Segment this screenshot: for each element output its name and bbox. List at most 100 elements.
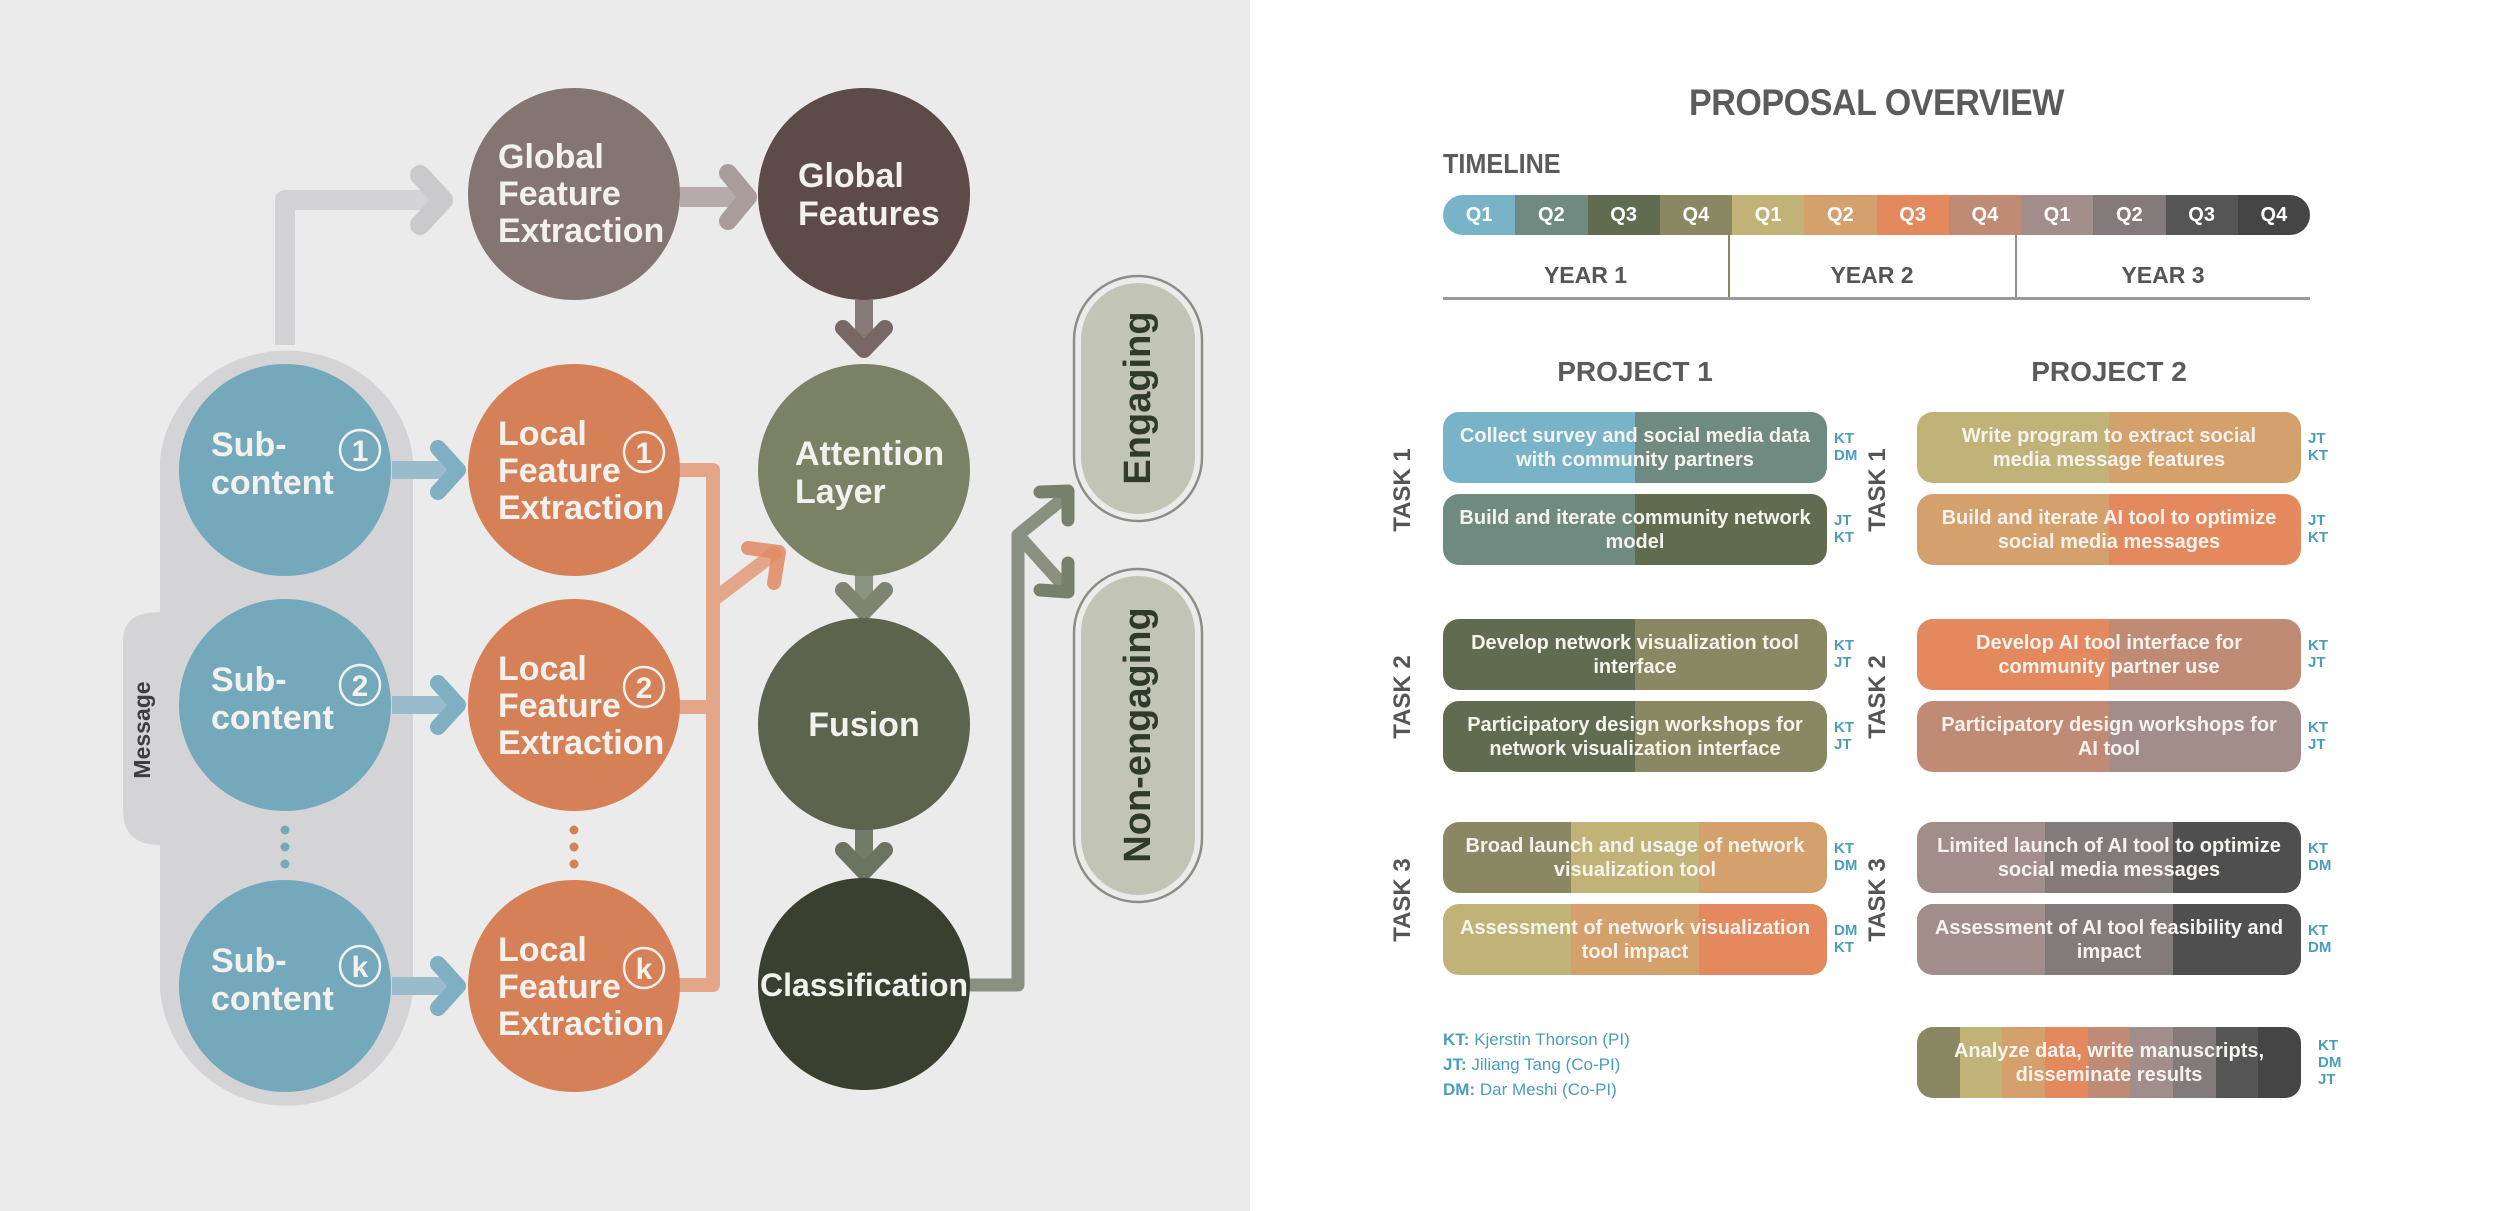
legend-item: DM: Dar Meshi (Co-PI): [1443, 1080, 1617, 1100]
task-bar-segment: [1917, 412, 2109, 483]
task-bar: Broad launch and usage of network visual…: [1443, 822, 1827, 893]
subcontent-node: [179, 880, 391, 1092]
task-bar-segment: [1635, 701, 1827, 772]
timeline-quarter: Q4: [2237, 195, 2310, 235]
local-feature-line2: Feature: [498, 452, 621, 490]
arrowhead-icon: [430, 675, 466, 735]
year-divider: [1728, 235, 1730, 299]
person-initials: KT: [1834, 637, 1854, 654]
output-engaging: [1081, 283, 1195, 514]
person-initials: KT: [2308, 529, 2328, 546]
local-feature-index-ring: [622, 665, 666, 709]
subcontent-index: 2: [352, 670, 369, 703]
timeline-quarter: Q4: [1659, 195, 1732, 235]
classification-label: Classification: [760, 967, 968, 1003]
timeline-quarter: Q4: [1948, 195, 2021, 235]
person-initials: JT: [1834, 512, 1852, 529]
person-initials: KT: [2308, 719, 2328, 736]
task-bar: Write program to extract social media me…: [1917, 412, 2301, 483]
year-label: YEAR 3: [2121, 261, 2205, 288]
person-initials: JT: [2308, 430, 2326, 447]
project-2-heading: PROJECT 2: [2031, 356, 2187, 387]
task-bar: Collect survey and social media data wit…: [1443, 412, 1827, 483]
final-task-bar: Analyze data, write manuscripts, dissemi…: [1917, 1027, 2301, 1098]
local-feature-node: [468, 880, 680, 1092]
task-bar-segment: [2045, 822, 2173, 893]
task-bar-segment: [2173, 1027, 2216, 1098]
output-engaging-border: [1072, 274, 1204, 523]
task-text: Participatory design workshops for AI to…: [1941, 713, 2277, 760]
subcontent-line1: Sub-: [211, 942, 287, 980]
task-text: Assessment of network visualization tool…: [1459, 916, 1811, 963]
final-task-text: Analyze data, write manuscripts, dissemi…: [1953, 1039, 2265, 1086]
task-bar: Develop AI tool interface for community …: [1917, 619, 2301, 690]
project-1-heading: PROJECT 1: [1557, 356, 1713, 387]
classification-output-connector: [961, 490, 1072, 992]
subcontent-node: [179, 364, 391, 576]
person-initials: JT: [2308, 512, 2326, 529]
person-initials: JT: [2308, 736, 2326, 753]
local-feature-line1: Local: [498, 415, 587, 453]
subcontent-arrows: [392, 440, 466, 1016]
task-bar: Participatory design workshops for netwo…: [1443, 701, 1827, 772]
task-group-label: TASK 3: [1864, 858, 1891, 942]
arrowhead-icon: [835, 320, 893, 358]
task-text: Limited launch of AI tool to optimize so…: [1937, 834, 2281, 881]
person-initials: DM: [1834, 447, 1858, 464]
local-feature-line1: Local: [498, 931, 587, 969]
legend-code: KT:: [1443, 1030, 1470, 1049]
message-label: Message: [129, 681, 155, 778]
task-bar-segment: [1917, 701, 2109, 772]
task-bar-segment: [1635, 412, 1827, 483]
timeline-quarter: Q3: [1587, 195, 1660, 235]
task-text: Build and iterate AI tool to optimize so…: [1941, 506, 2277, 553]
legend-code: JT:: [1443, 1055, 1467, 1074]
year-label: YEAR 1: [1543, 261, 1628, 288]
task-group-label: TASK 3: [1389, 858, 1416, 942]
timeline-quarter: Q1: [2021, 195, 2094, 235]
local-feature-node: [468, 599, 680, 811]
person-initials: KT: [1834, 719, 1854, 736]
arrowhead-icon: [719, 164, 757, 230]
task-bar: Assessment of network visualization tool…: [1443, 904, 1827, 975]
timeline-quarter: Q3: [2165, 195, 2238, 235]
arrowhead-icon: [741, 541, 786, 590]
task-bar-segment: [2109, 412, 2301, 483]
task-bar: Participatory design workshops for AI to…: [1917, 701, 2301, 772]
task-bar-segment: [2258, 1027, 2301, 1098]
task-bar-segment: [2130, 1027, 2174, 1098]
task-bar: Assessment of AI tool feasibility and im…: [1917, 904, 2301, 975]
output-non-engaging: [1081, 576, 1195, 895]
person-initials: KT: [1834, 939, 1854, 956]
task-bar-segment: [1571, 822, 1699, 893]
task-group-label: TASK 2: [1389, 655, 1416, 739]
person-initials: DM: [1834, 922, 1858, 939]
person-initials: JT: [1834, 736, 1852, 753]
person-initials: KT: [2318, 1037, 2338, 1054]
subcontent-line2: content: [211, 699, 334, 737]
task-bar: Build and iterate AI tool to optimize so…: [1917, 494, 2301, 565]
subcontent-index-ring: [338, 663, 382, 707]
person-initials: DM: [2318, 1054, 2342, 1071]
ellipsis-dots-subcontent: [280, 825, 290, 869]
task-group-label: TASK 1: [1389, 448, 1416, 532]
task-bar-segment: [2109, 494, 2301, 565]
local-feature-node: [468, 364, 680, 576]
task-bar-segment: [1959, 1027, 2003, 1098]
task-text: Broad launch and usage of network visual…: [1465, 834, 1805, 881]
output-non-engaging-border: [1072, 567, 1204, 904]
year-label: YEAR 2: [1830, 261, 1914, 288]
person-initials: JT: [2308, 654, 2326, 671]
task-bar-segment: [1635, 494, 1827, 565]
task-text: Assessment of AI tool feasibility and im…: [1934, 916, 2284, 963]
timeline-baseline: [1443, 297, 2310, 300]
